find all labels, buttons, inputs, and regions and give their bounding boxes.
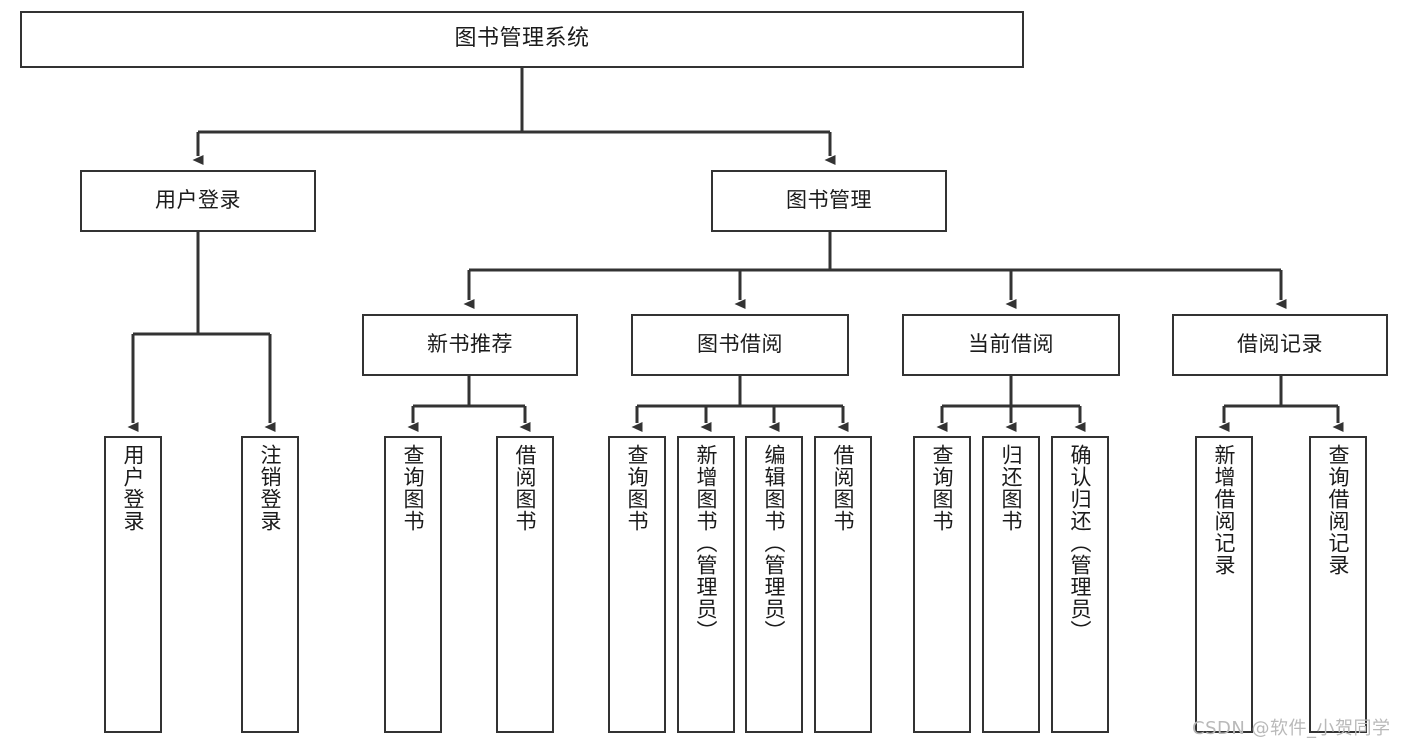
leaf-current-borrow-return[interactable]: 归还图书 (982, 436, 1040, 733)
leaf-user-login-logout[interactable]: 注销登录 (241, 436, 299, 733)
node-new-book-recommend[interactable]: 新书推荐 (362, 314, 578, 376)
node-label: 注销登录 (258, 444, 283, 532)
node-label: 确认归还（管理员） (1068, 444, 1093, 642)
node-label: 查询图书 (930, 444, 955, 532)
node-label: 归还图书 (999, 444, 1024, 532)
leaf-book-borrow-edit[interactable]: 编辑图书（管理员） (745, 436, 803, 733)
node-label: 图书管理系统 (454, 26, 590, 52)
node-label: 查询图书 (625, 444, 650, 532)
node-user-login[interactable]: 用户登录 (80, 170, 316, 232)
node-label: 新书推荐 (427, 332, 513, 357)
node-label: 查询图书 (401, 444, 426, 532)
leaf-borrow-record-add[interactable]: 新增借阅记录 (1195, 436, 1253, 733)
node-label: 借阅图书 (831, 444, 856, 532)
leaf-current-borrow-query[interactable]: 查询图书 (913, 436, 971, 733)
watermark: CSDN @软件_小贺同学 (1192, 718, 1391, 739)
leaf-book-borrow-query[interactable]: 查询图书 (608, 436, 666, 733)
leaf-book-borrow-lend[interactable]: 借阅图书 (814, 436, 872, 733)
node-label: 查询借阅记录 (1326, 444, 1351, 576)
node-label: 借阅图书 (513, 444, 538, 532)
node-root-book-management-system[interactable]: 图书管理系统 (20, 11, 1024, 68)
node-label: 用户登录 (155, 188, 241, 213)
leaf-current-borrow-confirm-return[interactable]: 确认归还（管理员） (1051, 436, 1109, 733)
node-label: 图书借阅 (697, 332, 783, 357)
leaf-new-book-borrow[interactable]: 借阅图书 (496, 436, 554, 733)
node-label: 新增图书（管理员） (694, 444, 719, 642)
leaf-new-book-query[interactable]: 查询图书 (384, 436, 442, 733)
leaf-user-login-login[interactable]: 用户登录 (104, 436, 162, 733)
node-borrow-record[interactable]: 借阅记录 (1172, 314, 1388, 376)
node-label: 新增借阅记录 (1212, 444, 1237, 576)
node-label: 借阅记录 (1237, 332, 1323, 357)
node-book-borrow[interactable]: 图书借阅 (631, 314, 849, 376)
leaf-borrow-record-query[interactable]: 查询借阅记录 (1309, 436, 1367, 733)
node-label: 当前借阅 (968, 332, 1054, 357)
node-label: 用户登录 (121, 444, 146, 532)
node-current-borrow[interactable]: 当前借阅 (902, 314, 1120, 376)
leaf-book-borrow-add[interactable]: 新增图书（管理员） (677, 436, 735, 733)
node-label: 编辑图书（管理员） (762, 444, 787, 642)
node-label: 图书管理 (786, 188, 872, 213)
node-book-management[interactable]: 图书管理 (711, 170, 947, 232)
